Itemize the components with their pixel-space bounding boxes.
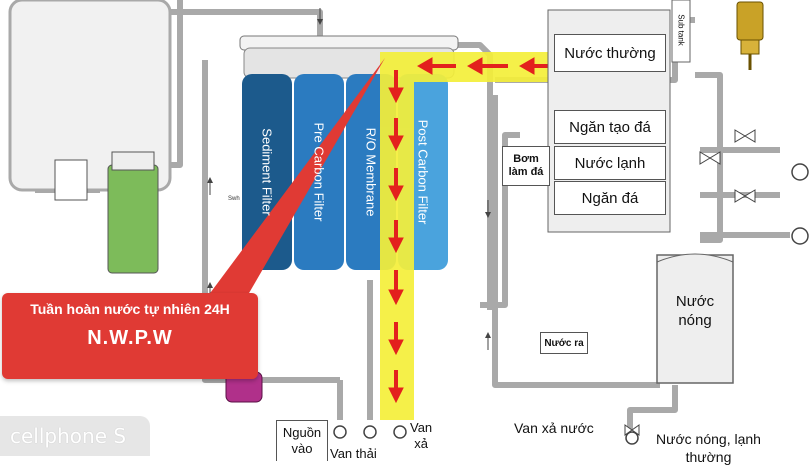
label-nuoc-nong-lanh-thuong: Nước nóng, lạnh thường bbox=[656, 431, 761, 465]
label-nguon-vao: Nguồn vào bbox=[276, 420, 328, 461]
filter-label-pre-carbon: Pre Carbon Filter bbox=[311, 122, 327, 222]
label-van-xa: Van xả bbox=[410, 420, 433, 451]
valve-icons bbox=[624, 129, 756, 436]
callout-subtitle: N.W.P.W bbox=[87, 327, 173, 349]
label-van-xa-nuoc: Van xả nước bbox=[514, 420, 594, 436]
label-nuoc-lanh: Nước lạnh bbox=[554, 146, 666, 180]
switch-label: Swh bbox=[228, 196, 240, 202]
label-nuoc-nong: Nước nóng bbox=[675, 293, 715, 329]
label-bom-lam-da: Bơm làm đá bbox=[502, 146, 550, 186]
label-nuoc-ra: Nước ra bbox=[540, 332, 588, 354]
callout-box: Tuần hoàn nước tự nhiên 24H N.W.P.W bbox=[2, 293, 258, 379]
red-flow-arrows bbox=[388, 57, 552, 404]
callout-pointer bbox=[205, 58, 385, 300]
filter-label-ro-membrane: R/O Membrane bbox=[363, 127, 379, 217]
callout-title: Tuần hoàn nước tự nhiên 24H bbox=[30, 301, 230, 317]
outlet-taps bbox=[333, 163, 809, 445]
solenoid-valve-icon bbox=[736, 1, 764, 70]
label-nuoc-thuong: Nước thường bbox=[554, 34, 666, 72]
filter-label-post-carbon: Post Carbon Filter bbox=[415, 119, 431, 225]
highlight-path bbox=[380, 52, 552, 420]
label-ngan-da: Ngăn đá bbox=[554, 181, 666, 215]
brand-logo: cellphone S bbox=[0, 416, 150, 456]
sub-tank-label: Sub tank bbox=[676, 14, 686, 46]
left-tank bbox=[8, 0, 172, 274]
hot-water-tank bbox=[656, 253, 734, 384]
brand-text: cellphone S bbox=[10, 424, 127, 448]
label-van-thai: Van thải bbox=[330, 446, 377, 461]
diagram-canvas bbox=[8, 0, 809, 445]
label-ngan-tao-da: Ngăn tạo đá bbox=[554, 110, 666, 144]
filter-label-sediment: Sediment Filter bbox=[259, 128, 275, 216]
